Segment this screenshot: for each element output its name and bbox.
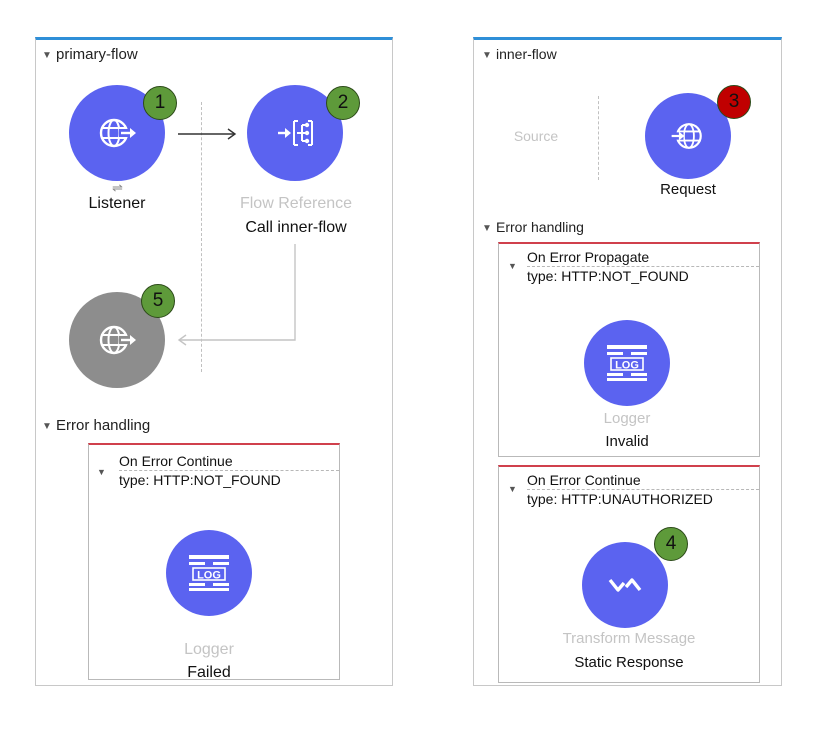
flow-arrow: [178, 128, 237, 140]
collapse-triangle-icon[interactable]: ▼: [42, 50, 52, 61]
transform-message-label: Static Response: [574, 654, 684, 671]
error-handling-header[interactable]: ▼ Error handling: [482, 219, 584, 235]
http-globe-icon: [99, 325, 136, 355]
error-handling-header[interactable]: ▼ Error handling: [42, 417, 150, 434]
collapse-triangle-icon[interactable]: ▼: [508, 484, 517, 494]
on-error-propagate-box[interactable]: ▼ On Error Propagate type: HTTP:NOT_FOUN…: [498, 242, 760, 457]
collapse-triangle-icon[interactable]: ▼: [482, 223, 492, 234]
on-error-continue-title: On Error Continue: [527, 472, 641, 488]
return-arrow: [177, 244, 296, 346]
logger-node[interactable]: LOG: [166, 530, 252, 616]
collapse-triangle-icon[interactable]: ▼: [508, 261, 517, 271]
collapse-triangle-icon[interactable]: ▼: [42, 421, 52, 432]
transform-message-icon: [608, 578, 642, 592]
transform-message-node[interactable]: [582, 542, 668, 628]
step-badge-2: 2: [326, 86, 360, 120]
source-separator: [201, 102, 202, 372]
on-error-continue-title: On Error Continue: [119, 453, 233, 469]
on-error-continue-box[interactable]: ▼ On Error Continue type: HTTP:NOT_FOUND…: [88, 443, 340, 681]
http-globe-icon: [99, 118, 136, 148]
request-label: Request: [660, 181, 716, 198]
source-separator: [598, 96, 599, 180]
primary-flow-title: primary-flow: [56, 46, 138, 63]
svg-text:LOG: LOG: [197, 570, 221, 582]
sync-arrows-icon: ⇌: [112, 180, 123, 195]
collapse-triangle-icon[interactable]: ▼: [482, 50, 492, 61]
handler-divider: [527, 266, 759, 267]
logger-label: Invalid: [605, 433, 649, 450]
inner-flow-panel: ▼ inner-flow Source 3 Request ▼ Error hand…: [473, 37, 782, 686]
logger-node[interactable]: LOG: [584, 320, 670, 406]
http-globe-icon: [670, 123, 702, 149]
step-badge-5: 5: [141, 284, 175, 318]
error-handling-title: Error handling: [496, 219, 584, 235]
handler-divider: [527, 489, 759, 490]
inner-flow-header[interactable]: ▼ inner-flow: [482, 46, 557, 62]
primary-flow-header[interactable]: ▼ primary-flow: [42, 46, 138, 63]
source-placeholder[interactable]: Source: [513, 128, 559, 144]
on-error-continue-type: type: HTTP:NOT_FOUND: [119, 472, 281, 488]
error-handling-title: Error handling: [56, 417, 151, 434]
logger-icon: LOG: [189, 555, 229, 591]
logger-label: Failed: [187, 664, 231, 681]
logger-type-label: Logger: [603, 410, 651, 427]
on-error-propagate-type: type: HTTP:NOT_FOUND: [527, 268, 689, 284]
step-badge-3: 3: [717, 85, 751, 119]
on-error-propagate-title: On Error Propagate: [527, 249, 650, 265]
flow-reference-icon: [278, 120, 313, 146]
transform-message-type-label: Transform Message: [562, 630, 696, 647]
collapse-triangle-icon[interactable]: ▼: [97, 467, 106, 477]
inner-flow-title: inner-flow: [496, 46, 557, 62]
on-error-continue-box[interactable]: ▼ On Error Continue type: HTTP:UNAUTHORI…: [498, 465, 760, 683]
listener-label: Listener: [88, 195, 146, 212]
on-error-continue-type: type: HTTP:UNAUTHORIZED: [527, 491, 713, 507]
svg-text:LOG: LOG: [615, 360, 639, 372]
step-badge-1: 1: [143, 86, 177, 120]
flow-reference-type-label: Flow Reference: [239, 195, 353, 212]
request-node[interactable]: [645, 93, 731, 179]
flow-reference-label: Call inner-flow: [245, 219, 347, 236]
logger-type-label: Logger: [184, 641, 234, 658]
logger-icon: LOG: [607, 345, 647, 381]
step-badge-4: 4: [654, 527, 688, 561]
handler-divider: [119, 470, 339, 471]
primary-flow-panel: ▼ primary-flow 1 ⇌ Listener: [35, 37, 393, 686]
